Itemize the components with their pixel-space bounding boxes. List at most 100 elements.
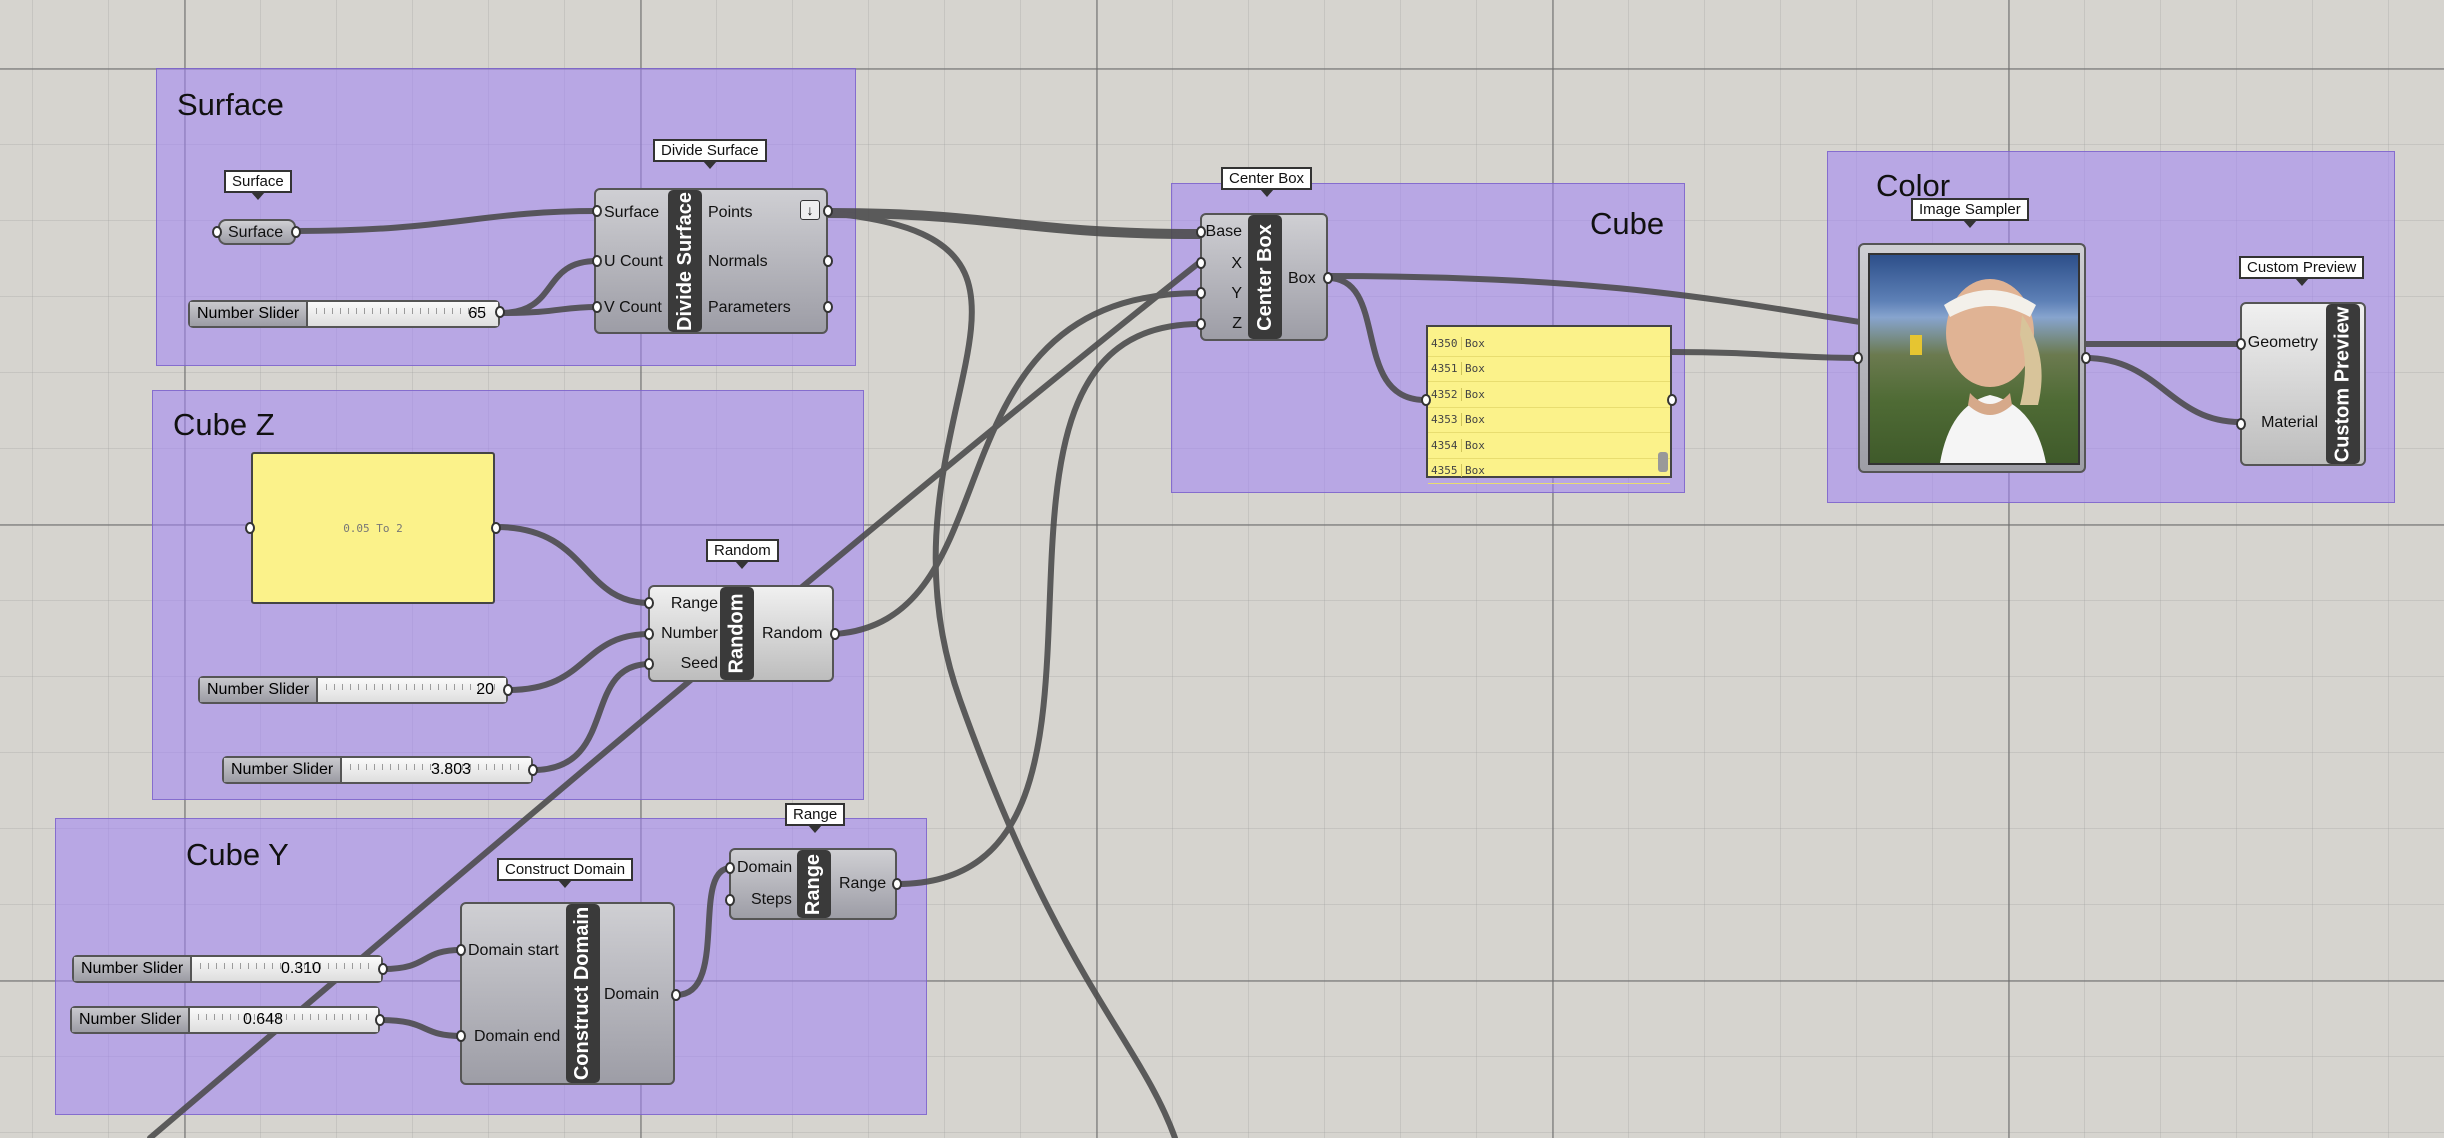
slider-label: Number Slider	[190, 302, 309, 326]
grip[interactable]	[592, 205, 602, 217]
number-slider-random-number[interactable]: Number Slider 20	[198, 676, 508, 704]
flatten-arrow-icon[interactable]: ↓	[800, 200, 820, 220]
surface-param-label: Surface	[228, 224, 284, 241]
input-surface: Surface	[604, 204, 660, 221]
output-points: Points	[708, 204, 753, 221]
grip[interactable]	[1853, 352, 1863, 364]
number-slider-domain-end[interactable]: Number Slider 0.648	[70, 1006, 380, 1034]
grip[interactable]	[1323, 272, 1333, 284]
scrollbar[interactable]	[1658, 452, 1668, 472]
grip[interactable]	[725, 862, 735, 874]
wire-surface-to-divide	[294, 208, 600, 234]
input-domain-end: Domain end	[474, 1028, 561, 1045]
grip[interactable]	[491, 522, 501, 534]
slider-track[interactable]: 65	[308, 302, 498, 326]
slider-track[interactable]: 20	[318, 678, 506, 702]
slider-track[interactable]: 3.803	[342, 758, 531, 782]
custom-preview-component[interactable]: Geometry Material Custom Preview	[2240, 302, 2366, 466]
range-nickname: Range	[797, 850, 831, 918]
output-normals: Normals	[708, 253, 768, 270]
grip[interactable]	[1196, 226, 1206, 238]
input-y: Y	[1231, 285, 1242, 302]
grip[interactable]	[528, 764, 538, 776]
grip[interactable]	[2081, 352, 2091, 364]
grip[interactable]	[823, 301, 833, 313]
tag-random: Random	[706, 539, 779, 569]
grip[interactable]	[1196, 318, 1206, 330]
grip[interactable]	[1196, 287, 1206, 299]
grip[interactable]	[671, 989, 681, 1001]
grip[interactable]	[456, 1030, 466, 1042]
wire-dend	[377, 1017, 464, 1039]
wire-points-to-base	[825, 208, 1203, 235]
grip[interactable]	[644, 597, 654, 609]
input-domain-start: Domain start	[468, 942, 559, 959]
input-x: X	[1231, 255, 1242, 272]
center-box-nickname: Center Box	[1248, 215, 1282, 339]
output-parameters: Parameters	[708, 299, 791, 316]
grip[interactable]	[823, 255, 833, 267]
grip[interactable]	[644, 658, 654, 670]
grip[interactable]	[892, 878, 902, 890]
wire-points-long	[825, 210, 1178, 1138]
grip[interactable]	[644, 628, 654, 640]
input-steps: Steps	[751, 891, 792, 908]
slider-label: Number Slider	[72, 1008, 191, 1032]
center-box-component[interactable]: Base X Y Z Center Box Box	[1200, 213, 1328, 341]
grip[interactable]	[378, 963, 388, 975]
input-seed: Seed	[680, 655, 718, 672]
grip[interactable]	[1421, 394, 1431, 406]
grip[interactable]	[1196, 257, 1206, 269]
wire-domain-to-range	[673, 865, 734, 998]
image-sampler-component[interactable]	[1858, 243, 2086, 473]
output-range: Range	[839, 875, 887, 892]
output-random: Random	[762, 625, 823, 642]
surface-param[interactable]: Surface	[218, 219, 296, 245]
group-title: Cube	[1590, 206, 1665, 241]
grip[interactable]	[2236, 418, 2246, 430]
grip[interactable]	[212, 226, 222, 238]
grip[interactable]	[291, 226, 301, 238]
grip[interactable]	[1667, 394, 1677, 406]
wire-random-to-y	[832, 290, 1203, 637]
grip[interactable]	[592, 301, 602, 313]
panel-range-input[interactable]: 0.05 To 2	[251, 452, 495, 604]
input-vcount: V Count	[604, 299, 662, 316]
wire-slider-to-number	[505, 631, 653, 693]
grip[interactable]	[503, 684, 513, 696]
number-slider-seed[interactable]: Number Slider 3.803	[222, 756, 533, 784]
divide-surface-component[interactable]: Surface U Count V Count Divide Surface P…	[594, 188, 828, 334]
grip[interactable]	[592, 255, 602, 267]
grip[interactable]	[375, 1014, 385, 1026]
slider-track[interactable]: 0.310	[192, 957, 381, 981]
output-box: Box	[1288, 270, 1316, 287]
grip[interactable]	[245, 522, 255, 534]
wire-box-to-geometry	[1325, 273, 1863, 325]
range-component[interactable]: Domain Steps Range Range	[729, 848, 897, 920]
tag-surface: Surface	[224, 170, 292, 200]
grip[interactable]	[495, 306, 505, 318]
tag-custom-preview: Custom Preview	[2239, 256, 2365, 286]
construct-domain-component[interactable]: Domain start Domain end Construct Domain…	[460, 902, 675, 1085]
grip[interactable]	[2236, 338, 2246, 350]
number-slider-divide[interactable]: Number Slider 65	[188, 300, 500, 328]
grip[interactable]	[456, 944, 466, 956]
wire-box-to-panel	[1325, 275, 1428, 403]
tag-range: Range	[785, 803, 846, 833]
wire-points-to-base-2	[825, 212, 1203, 239]
slider-track[interactable]: 0.648	[190, 1008, 378, 1032]
grip[interactable]	[725, 894, 735, 906]
wire-dstart	[380, 947, 464, 972]
grip[interactable]	[830, 628, 840, 640]
grip[interactable]	[823, 205, 833, 217]
random-nickname: Random	[720, 587, 754, 680]
slider-value: 3.803	[430, 761, 471, 778]
random-component[interactable]: Range Number Seed Random Random	[648, 585, 834, 682]
number-slider-domain-start[interactable]: Number Slider 0.310	[72, 955, 383, 983]
group-title: Cube Y	[186, 837, 289, 872]
input-material: Material	[2261, 414, 2318, 431]
group-title: Color	[1876, 168, 1951, 203]
